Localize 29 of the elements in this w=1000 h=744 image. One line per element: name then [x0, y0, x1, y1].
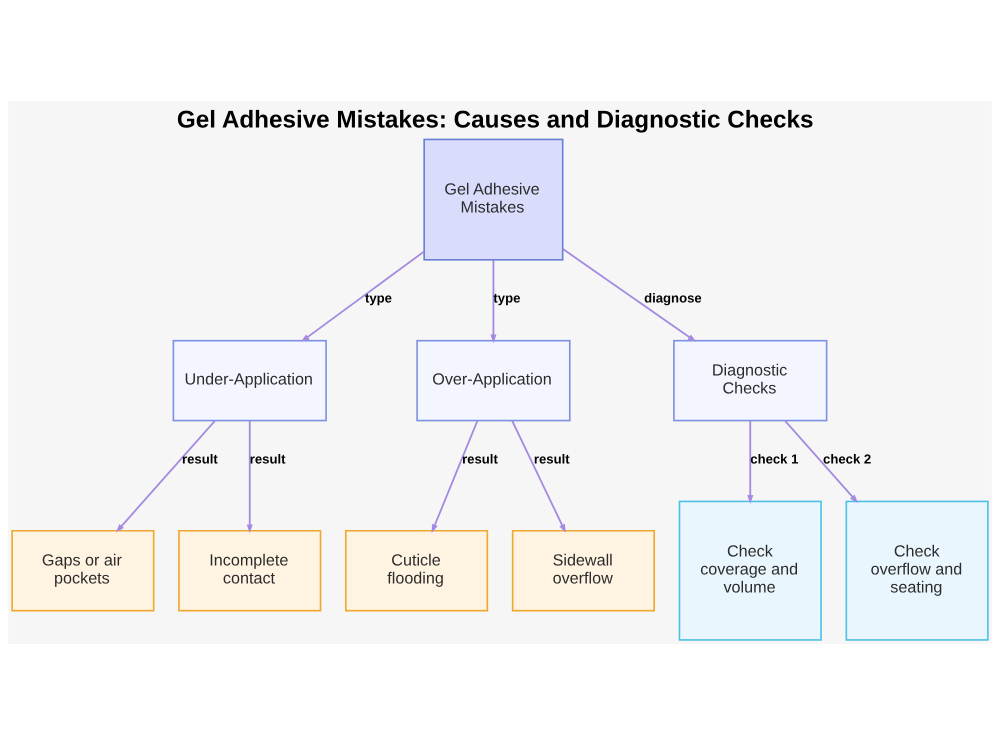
arrow [246, 420, 253, 533]
edge-label: check 1 [750, 450, 798, 466]
arrow [490, 260, 496, 343]
edge-label: result [250, 450, 286, 466]
edge-label: result [182, 450, 218, 466]
edge-label: result [462, 450, 498, 466]
edge-label: type [493, 290, 520, 306]
arrow [784, 419, 858, 503]
node-box: Gaps or air pockets [11, 529, 154, 611]
arrow [511, 420, 566, 532]
edge-label: type [365, 290, 392, 306]
arrow [116, 419, 216, 532]
diagram-title: Gel Adhesive Mistakes: Causes and Diagnostic Checks [176, 106, 814, 133]
node-box: Under-Application [172, 339, 327, 421]
edge-label: diagnose [644, 290, 702, 306]
arrow [747, 420, 754, 504]
node-box: Sidewall overflow [512, 529, 656, 611]
node-box: Check overflow and seating [846, 500, 989, 640]
node-box: Gel Adhesive Mistakes [423, 138, 564, 260]
node-box: Diagnostic Checks [673, 339, 828, 421]
arrow [562, 248, 696, 342]
node-box: Over-Application [416, 339, 571, 421]
edge-label: check 2 [823, 450, 872, 466]
arrow [300, 250, 424, 342]
node-box: Cuticle flooding [344, 529, 488, 611]
arrow [432, 420, 478, 532]
edge-label: result [534, 450, 570, 466]
node-box: Incomplete contact [178, 529, 322, 611]
node-box: Check coverage and volume [678, 500, 822, 640]
